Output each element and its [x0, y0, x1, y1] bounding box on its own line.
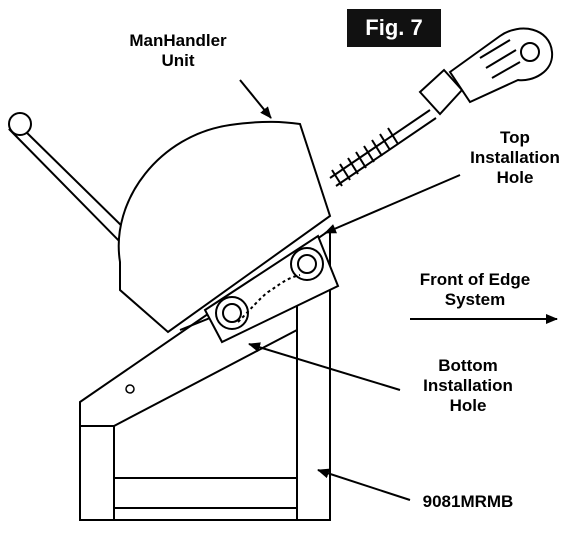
bottom-hole-arrow [248, 342, 401, 391]
bottom-pin [215, 296, 249, 330]
label-top-installation-hole: Top Installation Hole [470, 128, 560, 187]
base-arrow [317, 468, 411, 501]
callout-arrows [239, 79, 558, 501]
manhandler-unit [117, 120, 332, 334]
label-front-of-edge-system: Front of Edge System [419, 270, 531, 309]
label-bottom-installation-hole: Bottom Installation Hole [423, 356, 513, 415]
handle-bar [7, 112, 129, 253]
pivot-hole [125, 384, 135, 394]
figure-badge: Fig. 7 [347, 9, 441, 47]
unit-arrow [239, 79, 272, 119]
label-9081mrmb: 9081MRMB [422, 492, 514, 511]
label-manhandler-unit: ManHandler Unit [129, 31, 227, 70]
pin-chain [237, 274, 301, 323]
top-pin [290, 247, 324, 281]
snap-hook [418, 27, 554, 116]
cable-assembly [329, 109, 437, 187]
top-hole-arrow [324, 174, 461, 234]
